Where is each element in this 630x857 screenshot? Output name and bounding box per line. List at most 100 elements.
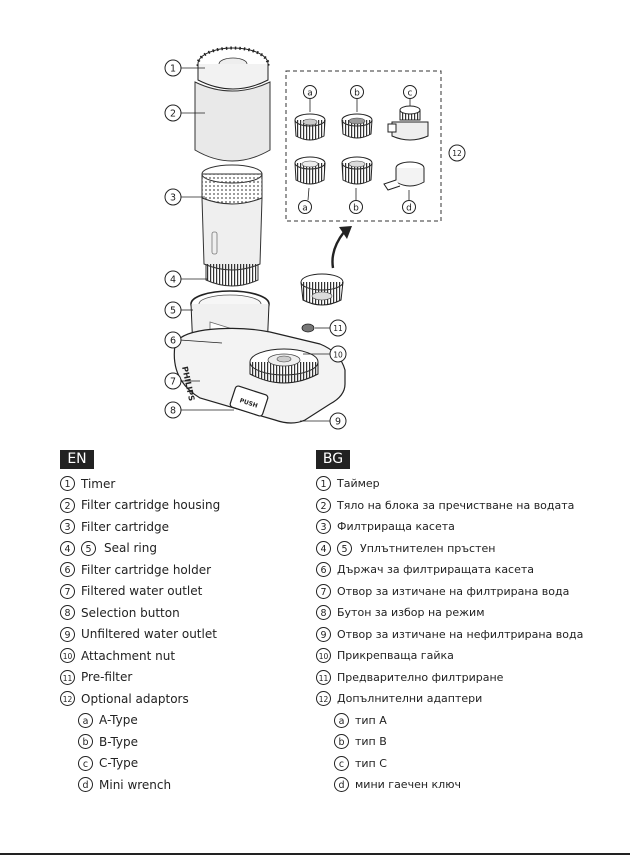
svg-text:a: a [302, 204, 308, 214]
svg-text:10: 10 [333, 351, 343, 360]
svg-text:6: 6 [170, 336, 176, 347]
adaptor-a-bottom [294, 156, 326, 185]
svg-text:a: a [307, 89, 313, 99]
filter-cartridge [201, 164, 263, 287]
svg-text:d: d [406, 204, 412, 214]
legend-number: 10 [60, 648, 75, 664]
legend-text: Filtered water outlet [81, 584, 203, 599]
attachment-nut [249, 348, 319, 384]
adaptor-c-top [387, 105, 429, 141]
legend-number: 8 [316, 605, 331, 621]
legend-text: Предварително филтриране [337, 670, 504, 684]
timer-dial [196, 46, 270, 90]
legend-number: b [334, 734, 349, 750]
legend-number: 12 [316, 691, 331, 707]
svg-text:9: 9 [335, 417, 341, 428]
legend-item: a тип A [316, 710, 583, 732]
legend-number: d [334, 777, 349, 793]
legend-item: a A-Type [60, 710, 220, 732]
legend-number: 2 [60, 497, 75, 513]
legend-text: Mini wrench [99, 777, 172, 792]
legend-text: Selection button [81, 605, 180, 620]
arrow-icon [331, 231, 345, 269]
mini-wrench [383, 161, 425, 191]
legend-bg: 1 Таймер 2 Тяло на блока за пречистване на … [316, 473, 583, 796]
legend-text: B-Type [99, 734, 139, 749]
legend-number: 10 [316, 648, 331, 664]
lang-badge-en: EN [60, 450, 94, 469]
adaptor-b-bottom [341, 156, 373, 185]
lang-badge-bg: BG [316, 450, 350, 469]
legend-number: 3 [316, 519, 331, 535]
legend-text: тип A [355, 713, 387, 727]
legend-item: 8 Бутон за избор на режим [316, 602, 583, 624]
legend-text: Timer [81, 476, 116, 491]
legend-text: Бутон за избор на режим [337, 606, 485, 620]
legend-number: d [78, 777, 93, 793]
legend-text: A-Type [99, 713, 138, 728]
legend-text: Filter cartridge housing [81, 498, 221, 513]
legend-number: a [334, 712, 349, 728]
legend-number: 2 [316, 497, 331, 513]
legend-text: Отвор за изтичане на нефилтрирана вода [337, 627, 584, 641]
svg-text:b: b [353, 204, 359, 214]
legend-text: Тяло на блока за пречистване на водата [337, 498, 575, 512]
legend-item: 12 Допълнителни адаптери [316, 688, 583, 710]
legend-number: 4 [316, 540, 331, 556]
legend-number: 1 [60, 476, 75, 492]
legend-item: 2 Filter cartridge housing [60, 495, 220, 517]
product-illustration: PHILIPS PUSH [164, 46, 466, 430]
legend-item: d мини гаечен ключ [316, 774, 583, 796]
legend-text: Държач за филтриращата касета [337, 563, 535, 577]
callout-numbers: 1 2 3 4 5 6 7 8 9 10 11 12 [164, 59, 466, 430]
callout-leaders [179, 67, 331, 422]
legend-number: 12 [60, 691, 75, 707]
legend-number: 6 [316, 562, 331, 578]
legend-number: 3 [60, 519, 75, 535]
svg-text:7: 7 [170, 377, 176, 388]
legend-number: 7 [60, 583, 75, 599]
svg-text:3: 3 [170, 193, 176, 204]
legend-item: 7 Filtered water outlet [60, 581, 220, 603]
legend-number: 11 [316, 669, 331, 685]
legend-text: Таймер [337, 477, 380, 491]
legend-number: 5 [337, 540, 352, 556]
legend-item: 6 Държач за филтриращата касета [316, 559, 583, 581]
legend-number: 1 [316, 476, 331, 492]
svg-text:11: 11 [333, 324, 343, 333]
legend-number: c [78, 755, 93, 771]
legend-text: Optional adaptors [81, 691, 189, 706]
svg-text:12: 12 [452, 149, 462, 158]
legend-item: 10 Attachment nut [60, 645, 220, 667]
selection-button [229, 385, 269, 417]
legend-text: Филтрираща касета [337, 520, 455, 534]
svg-text:4: 4 [170, 275, 176, 286]
legend-item: d Mini wrench [60, 774, 220, 796]
legend-text: Seal ring [104, 541, 157, 556]
legend-number: 5 [81, 540, 96, 556]
legend-item: 12 Optional adaptors [60, 688, 220, 710]
legend-text: Attachment nut [81, 648, 176, 663]
legend-text: Уплътнителен пръстен [360, 541, 496, 555]
legend-item: 11 Предварително филтриране [316, 667, 583, 689]
legend-number: 9 [316, 626, 331, 642]
legend-number: a [78, 712, 93, 728]
legend-number: 6 [60, 562, 75, 578]
svg-text:2: 2 [170, 109, 176, 120]
legend-item: 3 Филтрираща касета [316, 516, 583, 538]
legend-item: 1 Timer [60, 473, 220, 495]
legend-number: 11 [60, 669, 75, 685]
svg-text:b: b [354, 89, 360, 99]
legend-text: Допълнителни адаптери [337, 692, 483, 706]
legend-text: мини гаечен ключ [355, 778, 461, 792]
